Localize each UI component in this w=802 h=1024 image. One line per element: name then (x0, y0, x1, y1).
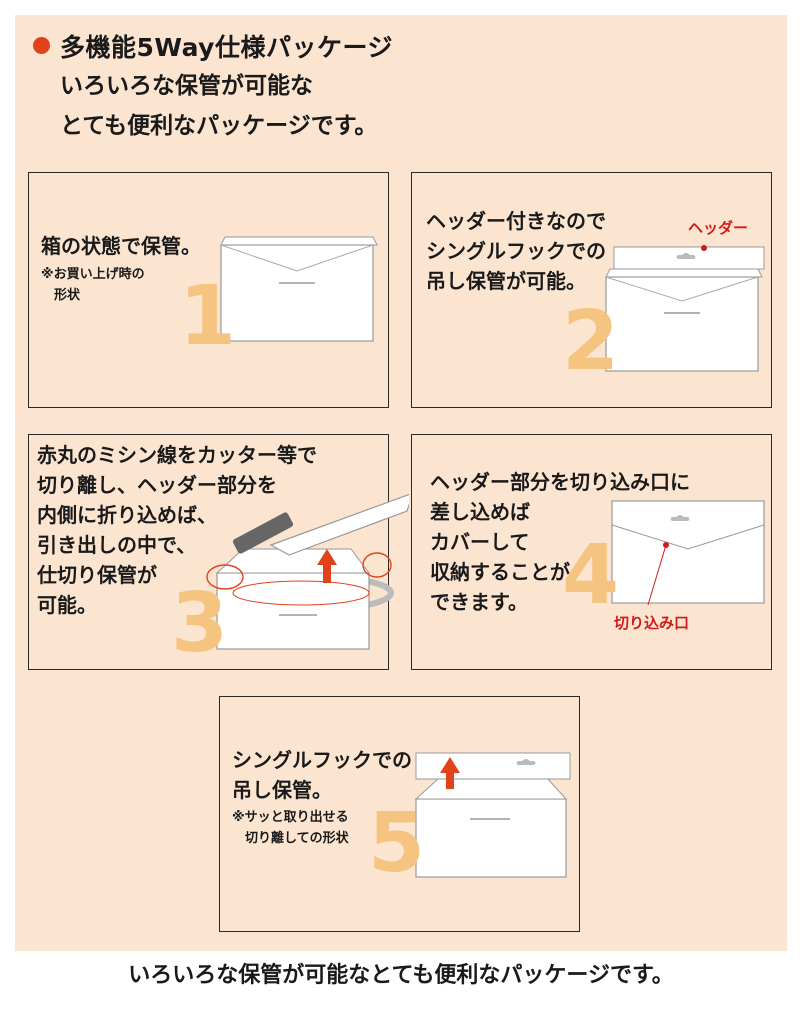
step-text-line: できます。 (430, 590, 528, 614)
step-text-line: シングルフックでの (232, 748, 412, 772)
step-text-line: ヘッダー付きなので (426, 209, 606, 233)
header-label: ヘッダー (688, 219, 749, 237)
drawer-divider-illustration (206, 493, 409, 650)
step-text-line: 引き出しの中で、 (37, 533, 197, 557)
step-number: 5 (368, 796, 426, 891)
step-note-line: ※お買い上げ時の (41, 267, 145, 282)
step-4-box: 切り込み口 4 ヘッダー部分を切り込み口に 差し込めば カバーして 収納すること… (411, 434, 772, 670)
step-1-box: 1 箱の状態で保管。 ※お買い上げ時の 形状 (28, 172, 389, 408)
step-text-line: シングルフックでの (426, 239, 606, 263)
step-text-line: カバーして (430, 530, 530, 554)
hanging-box-illustration (414, 752, 571, 878)
step-3-box: 3 赤丸のミシン線をカッター等で 切り離し、ヘッダー部分を 内側に折り込めば、 … (28, 434, 409, 671)
step-text-line: 可能。 (37, 593, 97, 617)
step-text: シングルフックでの 吊し保管。 (232, 745, 412, 805)
step-text-line: 内側に折り込めば、 (37, 503, 217, 527)
step-text-line: 赤丸のミシン線をカッター等で (37, 443, 317, 467)
step-text: ヘッダー部分を切り込み口に 差し込めば カバーして 収納することが できます。 (430, 467, 690, 617)
step-text: 箱の状態で保管。 (41, 231, 201, 261)
step-number: 4 (562, 528, 620, 623)
step-text-line: 仕切り保管が (37, 563, 157, 587)
closed-box-illustration (220, 236, 378, 342)
footer-text: いろいろな保管が可能なとても便利なパッケージです。 (128, 963, 674, 988)
step-note-line: ※サッと取り出せる (232, 810, 349, 825)
step-text-line: 切り離し、ヘッダー部分を (37, 473, 277, 497)
step-text-line: 差し込めば (430, 500, 530, 524)
page-heading: 多機能5Way仕様パッケージ (60, 33, 393, 62)
bullet-dot-icon (33, 37, 50, 54)
step-note: ※サッと取り出せる 切り離しての形状 (232, 807, 349, 849)
slit-label: 切り込み口 (614, 614, 690, 632)
step-text-line: 箱の状態で保管。 (41, 234, 201, 258)
intro-line: いろいろな保管が可能な (60, 73, 313, 99)
covered-box-illustration (611, 500, 765, 606)
step-text-line: 吊し保管。 (232, 778, 332, 802)
step-2-box: ヘッダー 2 ヘッダー付きなので シングルフックでの 吊し保管が可能。 (411, 172, 772, 408)
step-text: ヘッダー付きなので シングルフックでの 吊し保管が可能。 (426, 206, 606, 296)
step-text: 赤丸のミシン線をカッター等で 切り離し、ヘッダー部分を 内側に折り込めば、 引き… (37, 440, 317, 620)
step-text-line: ヘッダー部分を切り込み口に (430, 470, 690, 494)
intro-line: とても便利なパッケージです。 (60, 113, 378, 139)
intro-text: いろいろな保管が可能な とても便利なパッケージです。 (60, 66, 377, 146)
step-number: 3 (171, 576, 229, 671)
step-note-line: 形状 (41, 288, 81, 303)
box-with-header-illustration (605, 245, 765, 372)
step-text-line: 吊し保管が可能。 (426, 269, 586, 293)
step-number: 1 (179, 269, 237, 364)
step-note-line: 切り離しての形状 (232, 831, 349, 846)
step-note: ※お買い上げ時の 形状 (41, 264, 145, 306)
step-number: 2 (562, 294, 620, 389)
step-text-line: 収納することが (430, 560, 570, 584)
step-5-box: 5 シングルフックでの 吊し保管。 ※サッと取り出せる 切り離しての形状 (219, 696, 580, 932)
